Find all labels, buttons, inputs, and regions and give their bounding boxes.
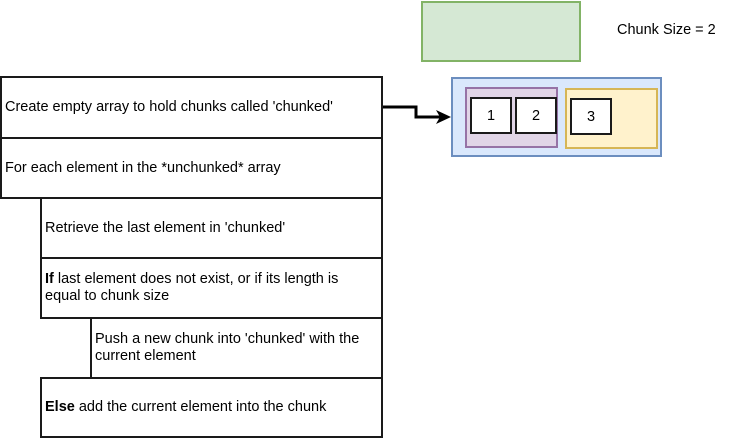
step-retrieve-last: Retrieve the last element in 'chunked' <box>40 197 383 259</box>
step-text: last element does not exist, or if its l… <box>45 271 339 304</box>
input-array-box <box>421 1 581 62</box>
step-if-condition: If last element does not exist, or if it… <box>40 257 383 319</box>
step-text: Retrieve the last element in 'chunked' <box>45 219 286 236</box>
step-for-each: For each element in the *unchunked* arra… <box>0 137 383 199</box>
else-keyword: Else <box>45 399 75 415</box>
step-create-chunked: Create empty array to hold chunks called… <box>0 76 383 139</box>
if-keyword: If <box>45 271 54 287</box>
step-text: add the current element into the chunk <box>74 399 327 415</box>
step-push-new-chunk: Push a new chunk into 'chunked' with the… <box>90 317 383 379</box>
step-text: Create empty array to hold chunks called… <box>5 99 333 115</box>
element-box: 1 <box>470 97 512 134</box>
chunk-size-label: Chunk Size = 2 <box>617 22 716 38</box>
arrow-line <box>383 105 440 119</box>
element-box: 2 <box>515 97 557 134</box>
arrowhead-icon <box>436 110 451 124</box>
element-box: 3 <box>570 98 612 135</box>
step-text: Push a new chunk into 'chunked' with the… <box>95 331 360 364</box>
step-text: For each element in the *unchunked* arra… <box>5 159 281 176</box>
step-else-add: Else add the current element into the ch… <box>40 377 383 438</box>
